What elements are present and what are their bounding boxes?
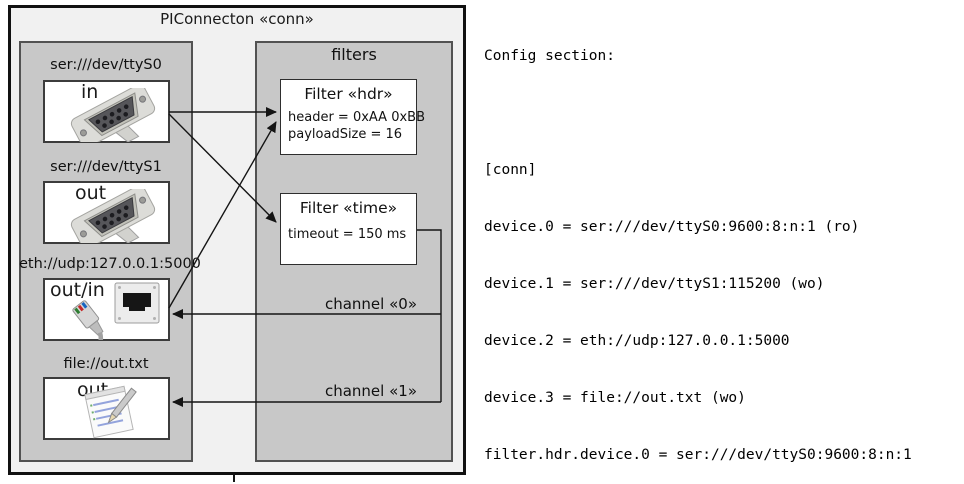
channel-0-label: channel «0»: [324, 295, 417, 313]
ethernet-icon: [72, 282, 160, 340]
filter-attr: header = 0xAA 0xBB: [288, 110, 426, 125]
component-title: PIConnecton «conn»: [160, 10, 314, 28]
config-blank-line: [484, 104, 921, 123]
device-mode-label: in: [81, 81, 99, 103]
filter-title: Filter «time»: [299, 199, 398, 217]
config-line: device.1 = ser:///dev/ttyS1:115200 (wo): [484, 276, 825, 292]
channel-1-label: channel «1»: [324, 382, 417, 400]
device-mode-label: out/in: [50, 279, 105, 301]
device-box-ttyS1: out: [43, 181, 170, 244]
filter-attr: payloadSize = 16: [288, 127, 403, 142]
device-box-file: out: [43, 377, 170, 440]
device-url-label: ser:///dev/ttyS0: [50, 57, 162, 73]
config-line: [conn]: [484, 162, 537, 178]
file-notepad-icon: [84, 385, 137, 439]
serial-connector-icon: [70, 88, 156, 142]
config-line: device.2 = eth://udp:127.0.0.1:5000: [484, 333, 790, 349]
device-box-eth: out/in: [43, 278, 170, 341]
device-box-ttyS0: in: [43, 80, 170, 143]
config-heading: Config section:: [484, 48, 615, 64]
config-line: device.0 = ser:///dev/ttyS0:9600:8:n:1 (…: [484, 219, 860, 235]
device-url-label: ser:///dev/ttyS1: [50, 159, 162, 175]
filter-attr: timeout = 150 ms: [288, 227, 407, 242]
filter-title: Filter «hdr»: [304, 85, 393, 103]
config-line: device.3 = file://out.txt (wo): [484, 390, 746, 406]
device-url-label: eth://udp:127.0.0.1:5000: [19, 256, 201, 272]
config-line: filter.hdr.device.0 = ser:///dev/ttyS0:9…: [484, 447, 912, 463]
filter-box-hdr: Filter «hdr» header = 0xAA 0xBB payloadS…: [280, 79, 425, 155]
device-mode-label: out: [75, 182, 107, 204]
config-section: Config section: [conn] device.0 = ser://…: [484, 9, 921, 484]
device-url-label: file://out.txt: [63, 356, 149, 372]
filter-box-time: Filter «time» timeout = 150 ms: [280, 193, 417, 265]
filters-panel-title: filters: [331, 45, 377, 64]
serial-connector-icon: [70, 189, 156, 243]
